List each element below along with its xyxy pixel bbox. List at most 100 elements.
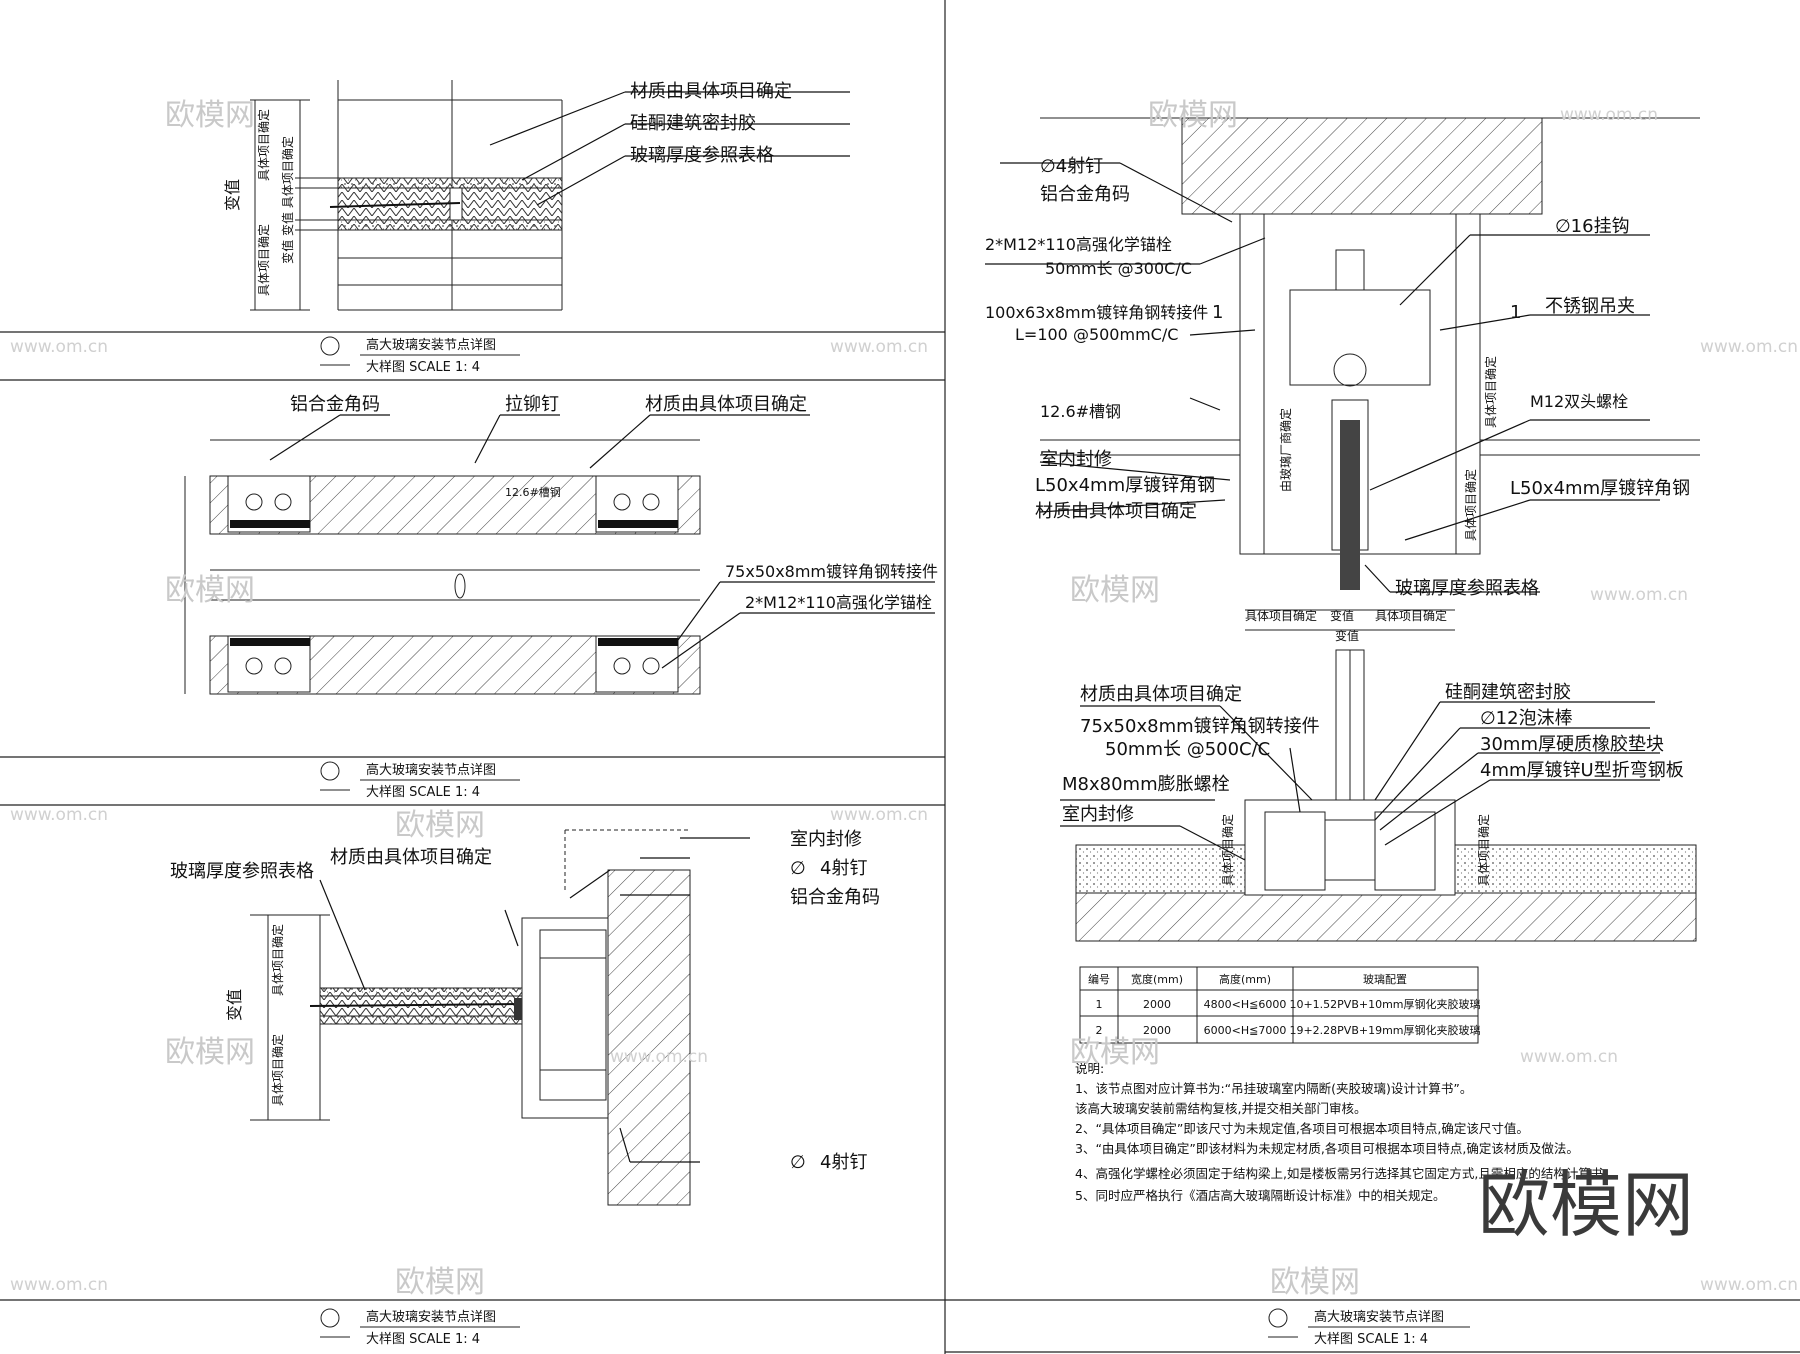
title-main-2: 高大玻璃安装节点详图 xyxy=(366,762,496,778)
label-sealant-b: 硅酮建筑密封胶 xyxy=(1445,682,1571,703)
watermark-url-8: www.om.cn xyxy=(610,1047,708,1067)
th-height: 高度(mm) xyxy=(1219,972,1271,986)
brand-logo: 欧模网 xyxy=(1478,1163,1694,1247)
th-no: 编号 xyxy=(1088,972,1110,986)
label-clamp: 不锈钢吊夹 xyxy=(1545,296,1635,317)
label-nail-bottom: 4射钉 xyxy=(820,1152,867,1173)
label-anchor-bolt: 2*M12*110高强化学锚栓 xyxy=(745,593,932,612)
label-channel: 12.6#槽钢 xyxy=(505,486,561,499)
label-material-b: 材质由具体项目确定 xyxy=(1080,684,1242,705)
label-foam-rod: ∅12泡沫棒 xyxy=(1480,708,1573,729)
th-width: 宽度(mm) xyxy=(1131,972,1183,986)
dim-bottom-3: 具体项目确定 xyxy=(1375,608,1447,623)
dim-variable-3: 变值 xyxy=(225,989,244,1021)
dim-bottom-1: 具体项目确定 xyxy=(1245,608,1317,623)
label-material: 材质由具体项目确定 xyxy=(630,81,792,102)
label-channel-r: 12.6#槽钢 xyxy=(1040,402,1121,421)
label-interior-finish: 室内封修 xyxy=(790,829,862,850)
dim-side-1: 具体项目确定 xyxy=(1483,356,1498,428)
label-hook: ∅16挂钩 xyxy=(1555,216,1630,237)
label-material-r: 材质由具体项目确定 xyxy=(1035,501,1197,522)
label-angle-adapter-b: 75x50x8mm镀锌角钢转接件 xyxy=(1080,716,1320,737)
dim-bottom-2: 变值 xyxy=(1330,608,1354,623)
watermark-8: 欧模网 xyxy=(395,1265,485,1300)
watermark-4: 欧模网 xyxy=(1070,573,1160,608)
dim-variable: 变值 xyxy=(223,179,242,211)
label-interior-finish-b: 室内封修 xyxy=(1062,804,1134,825)
label-rubber-block: 30mm厚硬质橡胶垫块 xyxy=(1480,734,1664,755)
label-l50-left: L50x4mm厚镀锌角钢 xyxy=(1035,475,1215,496)
detail-5-title: 高大玻璃安装节点详图 大样图 SCALE 1: 4 xyxy=(1268,1308,1470,1347)
label-glass-thickness-3: 玻璃厚度参照表格 xyxy=(170,861,314,882)
td-1-config: 10+1.52PVB+10mm厚钢化夹胶玻璃 xyxy=(1289,997,1480,1011)
label-nail-top: 4射钉 xyxy=(820,858,867,879)
label-rivet: 拉铆钉 xyxy=(505,394,559,415)
dim-stack: 变值 变值 具体项目确定 xyxy=(280,136,295,264)
label-al-angle-3: 铝合金角码 xyxy=(790,887,880,908)
td-1-no: 1 xyxy=(1096,998,1103,1011)
label-glass-vendor: 由玻璃厂商确定 xyxy=(1278,408,1293,492)
label-nail-r: ∅4射钉 xyxy=(1040,156,1103,177)
td-1-height: 4800<H≦6000 xyxy=(1204,998,1287,1011)
watermark-url-7: www.om.cn xyxy=(830,805,928,825)
label-phi: ∅ xyxy=(790,858,806,879)
td-2-config: 19+2.28PVB+19mm厚钢化夹胶玻璃 xyxy=(1289,1023,1480,1037)
dim-floor-2: 具体项目确定 xyxy=(1476,814,1491,886)
title-scale-4: 大样图 SCALE 1: 4 xyxy=(1314,1332,1428,1347)
detail-3-section: 室内封修 4射钉 ∅ 铝合金角码 材质由具体项目确定 玻璃厚度参照表格 4射钉 … xyxy=(170,829,880,1206)
notes-block: 说明: 1、该节点图对应计算书为:“吊挂玻璃室内隔断(夹胶玻璃)设计计算书”。 … xyxy=(1075,1061,1616,1203)
title-main-3: 高大玻璃安装节点详图 xyxy=(366,1309,496,1325)
section-mark-1: 1 xyxy=(1212,302,1223,323)
watermark-url-2: www.om.cn xyxy=(1700,337,1798,357)
dim-floor-1: 具体项目确定 xyxy=(1220,814,1235,886)
dim-project-1: 具体项目确定 xyxy=(256,109,271,181)
label-angle-adapter: 75x50x8mm镀锌角钢转接件 xyxy=(725,562,938,581)
dim-project-3a: 具体项目确定 xyxy=(270,924,285,996)
label-al-angle: 铝合金角码 xyxy=(290,394,380,415)
label-material-2: 材质由具体项目确定 xyxy=(645,394,807,415)
watermark-7: 欧模网 xyxy=(1070,1035,1160,1070)
detail-4-top-section: ∅4射钉 铝合金角码 2*M12*110高强化学锚栓 50mm长 @300C/C… xyxy=(985,117,1700,643)
detail-2-plan: 铝合金角码 拉铆钉 材质由具体项目确定 12.6#槽钢 75x50x8mm镀锌角… xyxy=(184,394,938,695)
dim-bottom-4: 变值 xyxy=(1335,628,1359,643)
watermark-url-9: www.om.cn xyxy=(1520,1047,1618,1067)
watermark-url-5: www.om.cn xyxy=(1590,585,1688,605)
title-main-1: 高大玻璃安装节点详图 xyxy=(366,337,496,353)
watermark-3: 欧模网 xyxy=(165,573,255,608)
dim-project-2: 具体项目确定 xyxy=(256,224,271,296)
title-scale-2: 大样图 SCALE 1: 4 xyxy=(366,785,480,800)
label-anchor-r: 2*M12*110高强化学锚栓 xyxy=(985,235,1172,254)
note-1: 1、该节点图对应计算书为:“吊挂玻璃室内隔断(夹胶玻璃)设计计算书”。 xyxy=(1075,1081,1472,1096)
td-2-height: 6000<H≦7000 xyxy=(1204,1024,1287,1037)
label-angle-adapter-b2: 50mm长 @500C/C xyxy=(1105,739,1270,760)
label-u-plate: 4mm厚镀锌U型折弯钢板 xyxy=(1480,760,1684,781)
watermark-url-3: www.om.cn xyxy=(830,337,928,357)
label-angle-adapter-r2: L=100 @500mmC/C xyxy=(1015,325,1178,344)
detail-2-title: 高大玻璃安装节点详图 大样图 SCALE 1: 4 xyxy=(320,761,520,800)
watermark-url-10: www.om.cn xyxy=(10,1275,108,1295)
watermark-5: 欧模网 xyxy=(395,808,485,843)
td-2-no: 2 xyxy=(1096,1024,1103,1037)
watermark-1: 欧模网 xyxy=(165,98,255,133)
section-mark-2: 1 xyxy=(1510,302,1521,323)
label-angle-adapter-r: 100x63x8mm镀锌角钢转接件 xyxy=(985,303,1208,322)
watermark-url-6: www.om.cn xyxy=(10,805,108,825)
label-interior-finish-r: 室内封修 xyxy=(1040,449,1112,470)
note-1b: 该高大玻璃安装前需结构复核,并提交相关部门审核。 xyxy=(1075,1101,1366,1116)
label-glass-thickness: 玻璃厚度参照表格 xyxy=(630,145,774,166)
td-2-width: 2000 xyxy=(1143,1024,1171,1037)
label-stud-bolt: M12双头螺栓 xyxy=(1530,392,1628,411)
detail-1-section: 材质由具体项目确定 硅酮建筑密封胶 玻璃厚度参照表格 变值 具体项目确定 具体项… xyxy=(223,80,850,311)
label-l50-right: L50x4mm厚镀锌角钢 xyxy=(1510,478,1690,499)
watermark-9: 欧模网 xyxy=(1270,1265,1360,1300)
title-scale-1: 大样图 SCALE 1: 4 xyxy=(366,360,480,375)
label-glass-thickness-r: 玻璃厚度参照表格 xyxy=(1395,578,1539,599)
notes-title: 说明: xyxy=(1075,1061,1104,1076)
watermark-url-11: www.om.cn xyxy=(1700,1275,1798,1295)
watermarks: 欧模网 欧模网 欧模网 欧模网 欧模网 欧模网 欧模网 欧模网 欧模网 www.… xyxy=(10,98,1798,1300)
label-anchor-r2: 50mm长 @300C/C xyxy=(1045,259,1192,278)
label-al-angle-r: 铝合金角码 xyxy=(1040,184,1130,205)
detail-5-floor-section: 材质由具体项目确定 75x50x8mm镀锌角钢转接件 50mm长 @500C/C… xyxy=(1060,649,1697,942)
